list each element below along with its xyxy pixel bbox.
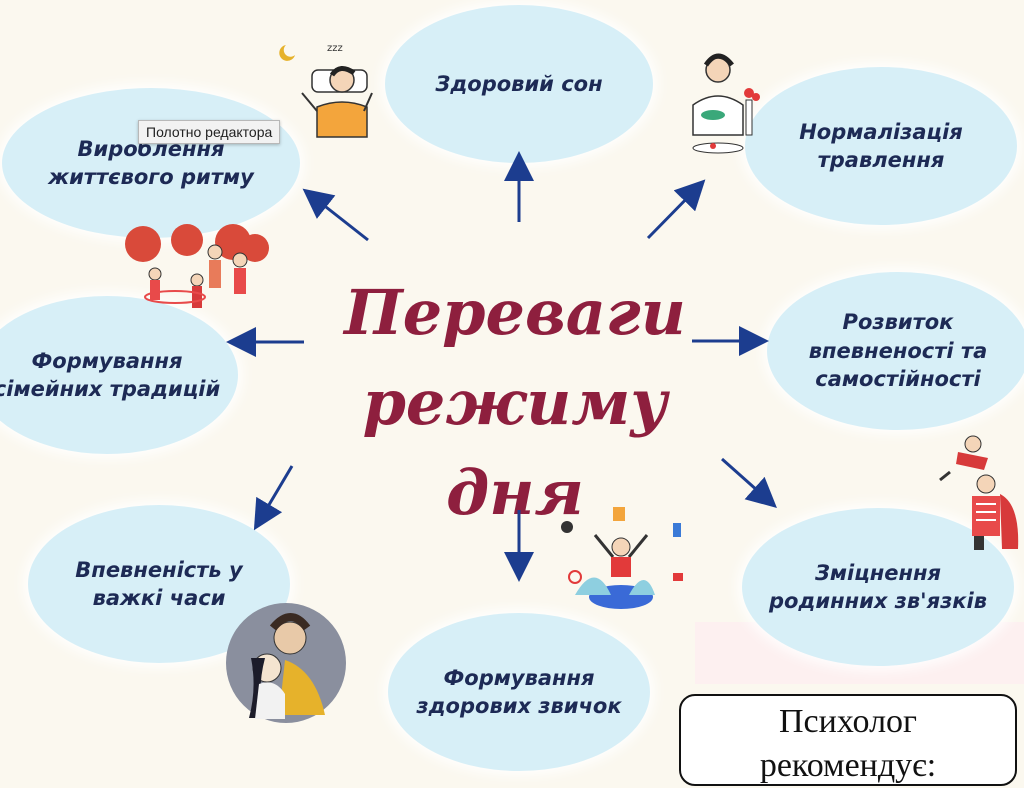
bubble-label-digestion: Нормалізація травлення: [799, 119, 963, 172]
bubble-life-rhythm: Вироблення життєвого ритму: [2, 88, 300, 238]
parent-child-illustration: [939, 435, 1019, 550]
yoga-woman-illustration: [561, 507, 683, 609]
diagram-title: Переваги режиму дня: [344, 276, 686, 529]
bubble-healthy-habits: Формування здорових звичок: [388, 613, 650, 771]
arrow-to-life-rhythm: [302, 188, 369, 242]
bubble-digestion: Нормалізація травлення: [745, 67, 1017, 225]
family-illustration: [125, 224, 269, 308]
sleeping-person-illustration: zzz: [279, 43, 373, 138]
bubble-confidence: Розвиток впевненості та самостійності: [767, 272, 1024, 430]
arrow-to-hard-times: [253, 465, 294, 531]
arrow-to-family-bonds: [721, 457, 777, 508]
bubble-label-confidence: Розвиток впевненості та самостійності: [808, 310, 988, 392]
bubble-healthy-sleep: Здоровий сон: [385, 5, 653, 163]
svg-text:zzz: zzz: [327, 43, 343, 54]
bubble-label-healthy-habits: Формування здорових звичок: [416, 665, 622, 718]
psychologist-recommends-box: Психолог рекомендує:: [679, 694, 1017, 786]
bubble-label-hard-times: Впевненість у важкі часи: [75, 557, 243, 610]
bubble-label-family-bonds: Зміцнення родинних зв'язків: [768, 560, 988, 613]
couple-illustration: [226, 603, 346, 723]
arrow-to-digestion: [646, 179, 706, 240]
bubble-label-healthy-sleep: Здоровий сон: [435, 71, 603, 96]
bubble-label-family-traditions: Формування сімейних традицій: [0, 348, 221, 401]
woman-eating-illustration: [692, 53, 760, 154]
editor-canvas-tooltip: Полотно редактора: [138, 120, 281, 144]
bubble-family-traditions: Формування сімейних традицій: [0, 296, 238, 454]
bubble-family-bonds: Зміцнення родинних зв'язків: [742, 508, 1014, 666]
